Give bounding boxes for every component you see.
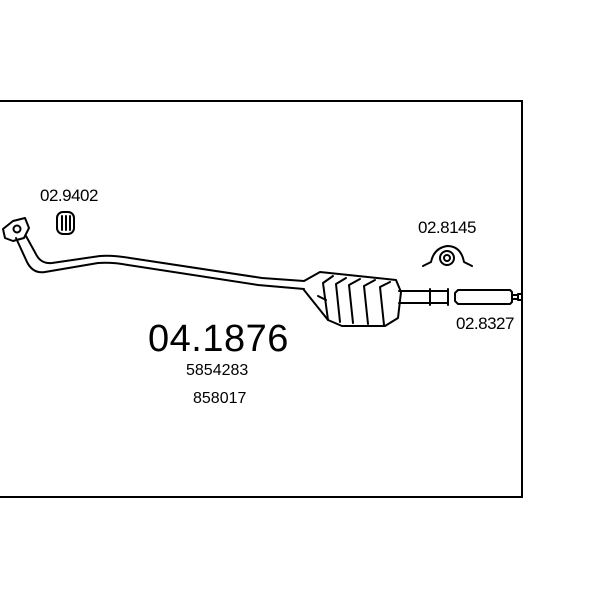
oe-number: 5854283 <box>186 362 249 379</box>
front-pipe <box>15 235 305 290</box>
oe-number: 858017 <box>193 390 247 407</box>
main-part-number: 04.1876 <box>148 318 289 360</box>
mounting-bracket-icon <box>422 245 473 267</box>
catalytic-converter <box>303 271 402 327</box>
mounting-bracket-part-number: 02.8145 <box>418 218 476 237</box>
rear-pipe <box>398 288 449 306</box>
clamp-ring-icon <box>56 211 75 235</box>
connector-pipe-part-number: 02.8327 <box>456 314 514 333</box>
clamp-ring-part-number: 02.9402 <box>40 186 98 205</box>
connector-pipe <box>454 289 523 305</box>
front-flange <box>2 217 30 242</box>
